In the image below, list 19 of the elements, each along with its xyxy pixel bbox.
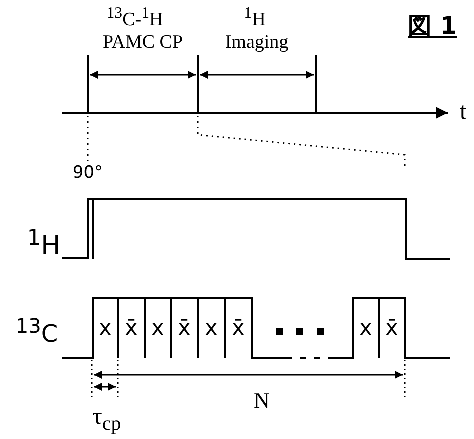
period-label: Imaging [225,33,289,52]
phase-label: x̄ [125,318,138,339]
phase-label: x [360,318,372,339]
phase-label: x [152,318,164,339]
channel-label: $^{1}$H [244,6,266,30]
count-label: N [254,390,270,412]
phase-label: x [99,318,112,339]
figure-title: 図 1 [408,14,458,38]
channel-label: $^{1}$H [27,228,61,260]
axis-label: t [460,100,467,124]
phase-label: x̄ [386,318,398,339]
channel-label: $^{13}$C [16,316,58,346]
phase-label: x̄ [232,318,245,339]
period-label: PAMC CP [102,33,184,52]
phase-label: x̄ [178,318,191,339]
channel-label: $^{13}$C-$^{1}$H [106,6,164,30]
angle-label: 90° [72,165,104,182]
phase-label: x [205,318,218,339]
time-label: τ$_{cp}$ [92,405,122,434]
